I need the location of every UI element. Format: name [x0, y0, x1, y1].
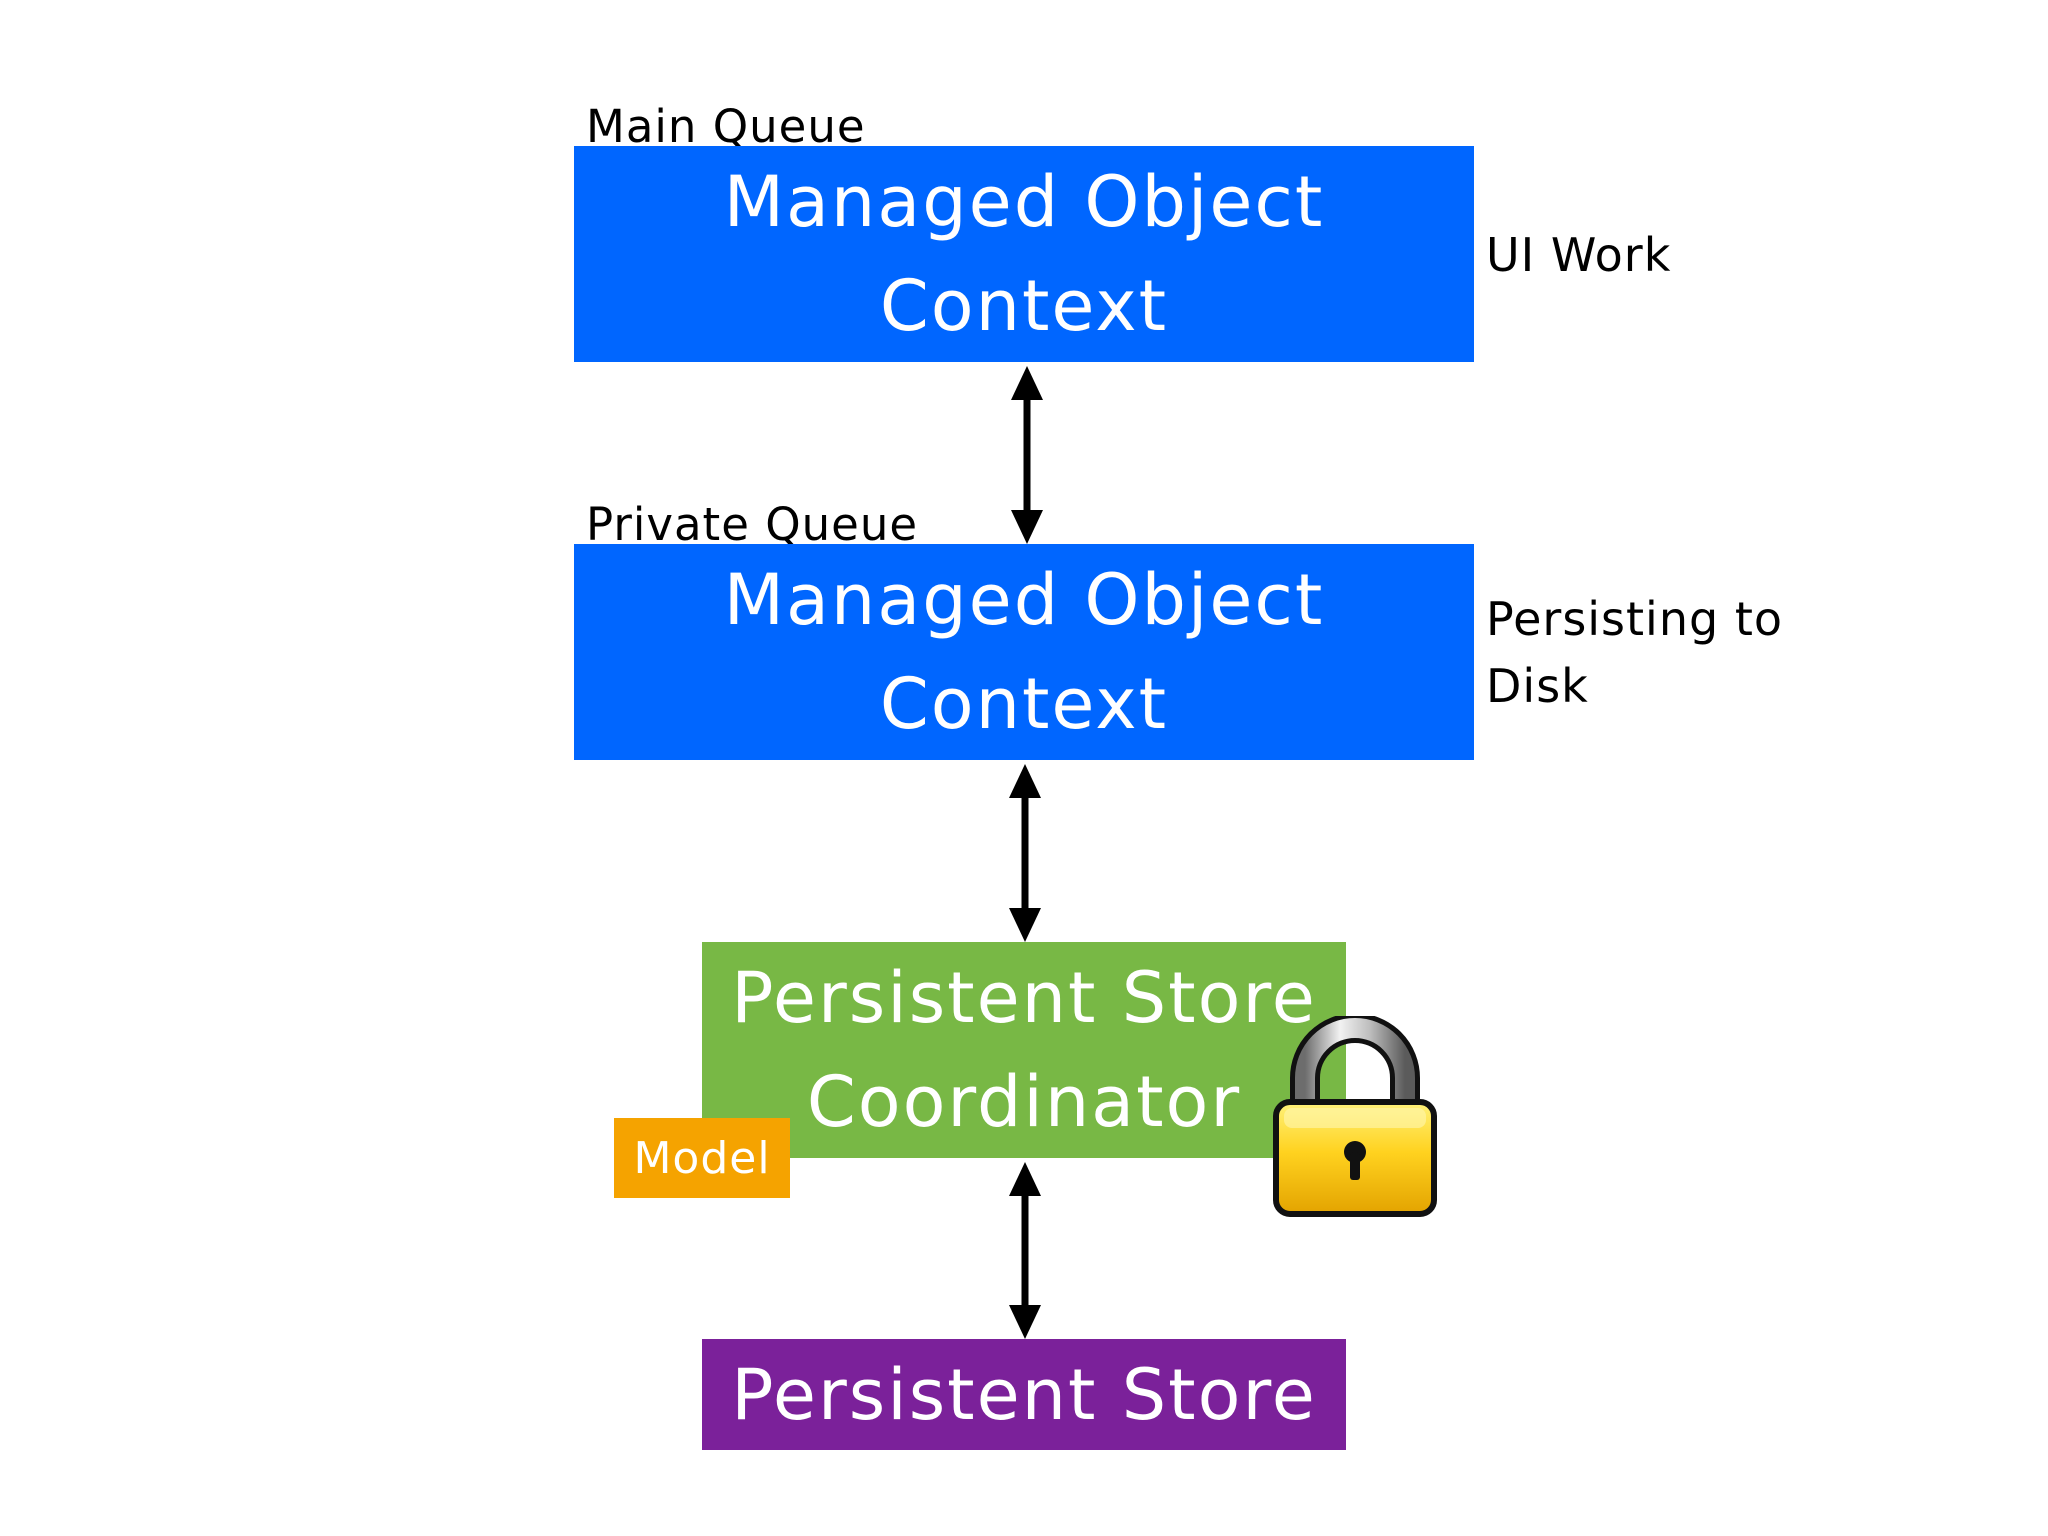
model-badge: Model	[614, 1118, 790, 1198]
coordinator-box: Persistent Store Coordinator	[702, 942, 1346, 1158]
arrow-coordinator-store	[1009, 1162, 1041, 1339]
main-queue-label: Main Queue	[586, 100, 866, 153]
private-queue-label: Private Queue	[586, 498, 919, 551]
coordinator-line-1: Persistent Store	[731, 957, 1317, 1039]
main-context-line-1: Managed Object	[723, 161, 1325, 243]
padlock-icon	[1273, 1016, 1437, 1217]
persisting-label: Persisting to Disk	[1486, 586, 1783, 720]
main-context-line-2: Context	[879, 265, 1169, 347]
persistent-store-box: Persistent Store	[702, 1339, 1346, 1450]
arrow-main-private	[1011, 366, 1043, 544]
private-context-box: Managed Object Context	[574, 544, 1474, 760]
coordinator-line-2: Coordinator	[806, 1061, 1242, 1143]
persisting-label-line-1: Persisting to	[1486, 592, 1783, 646]
persisting-label-line-2: Disk	[1486, 659, 1589, 713]
private-context-line-1: Managed Object	[723, 559, 1325, 641]
ui-work-label: UI Work	[1486, 228, 1672, 282]
private-context-line-2: Context	[879, 663, 1169, 745]
arrow-private-coordinator	[1009, 764, 1041, 942]
main-context-box: Managed Object Context	[574, 146, 1474, 362]
